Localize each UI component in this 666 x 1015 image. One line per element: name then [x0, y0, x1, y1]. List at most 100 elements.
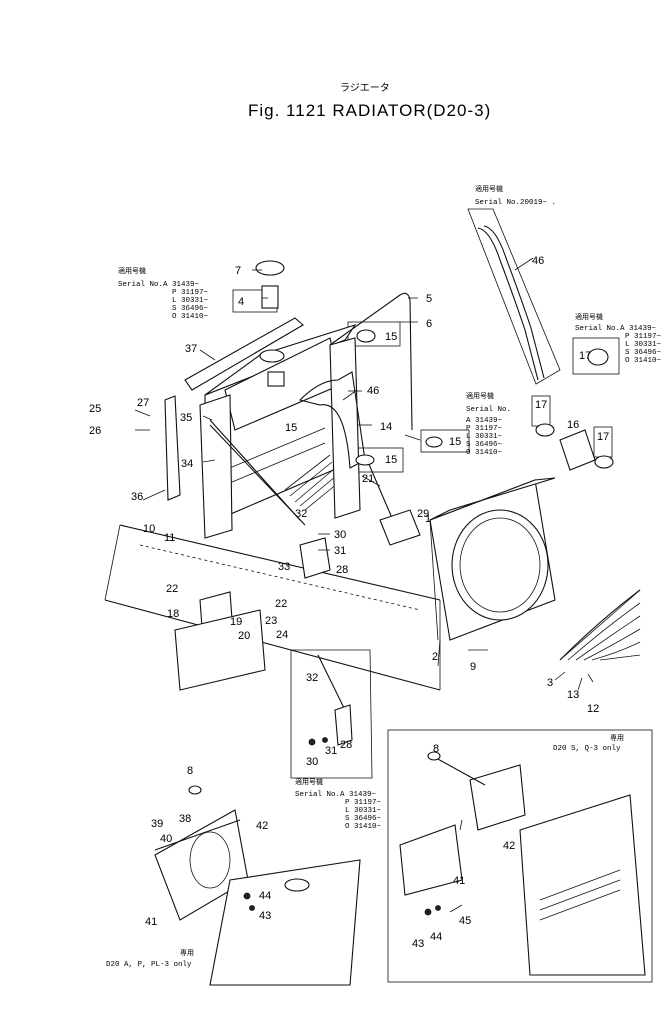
callout-26: 26 — [89, 425, 101, 437]
detail-bracket-28 — [308, 654, 353, 746]
callout-36: 36 — [131, 491, 143, 503]
serial-block-left: 適用号機 Serial No.A 31439~ P 31197~ L 30331… — [118, 266, 209, 321]
callout-42b: 42 — [503, 840, 515, 852]
callout-31b: 31 — [325, 745, 337, 757]
figure-title: Fig. 1121 RADIATOR(D20-3) — [248, 101, 491, 120]
note-left-jp: 専用 — [180, 948, 194, 957]
callout-9: 9 — [470, 661, 476, 673]
svg-text:S 36496~: S 36496~ — [466, 441, 503, 449]
callout-27: 27 — [137, 397, 149, 409]
callout-44b: 44 — [430, 931, 442, 943]
svg-text:O 31410~: O 31410~ — [625, 357, 662, 365]
callout-15d: 15 — [385, 454, 397, 466]
callout-37: 37 — [185, 343, 197, 355]
stay-rod-21 — [364, 454, 396, 526]
callout-19: 19 — [230, 616, 242, 628]
callout-8b: 8 — [433, 743, 439, 755]
leader-lines — [134, 257, 594, 913]
callout-28b: 28 — [340, 739, 352, 751]
callout-3: 3 — [547, 677, 553, 689]
svg-text:適用号機: 適用号機 — [475, 184, 503, 193]
detail-right-radiator — [399, 751, 646, 976]
callout-38: 38 — [179, 813, 191, 825]
callout-17c: 17 — [597, 431, 609, 443]
detail-panel-28-32 — [290, 649, 373, 779]
callout-32b: 32 — [306, 672, 318, 684]
bracket-37 — [184, 317, 304, 391]
callout-21: 21 — [362, 473, 374, 485]
svg-text:適用号機: 適用号機 — [575, 312, 603, 321]
svg-text:L 30331~: L 30331~ — [625, 341, 662, 349]
svg-text:O 31410~: O 31410~ — [466, 449, 503, 457]
callout-2: 2 — [432, 651, 438, 663]
callout-box-15b — [420, 429, 470, 453]
callout-17a: 17 — [579, 350, 591, 362]
callout-31a: 31 — [334, 545, 346, 557]
svg-text:適用号機: 適用号機 — [118, 266, 146, 275]
serial-block-bottom: 適用号機 Serial No.A 31439~ P 31197~ L 30331… — [295, 777, 382, 831]
bracket-28 — [299, 537, 331, 579]
pipe-detail-panel — [467, 208, 561, 385]
svg-text:Serial No.A 31439~: Serial No.A 31439~ — [575, 325, 657, 333]
callout-46b: 46 — [367, 385, 379, 397]
svg-text:適用号機: 適用号機 — [466, 391, 494, 400]
callout-34: 34 — [181, 458, 193, 470]
callout-32a: 32 — [295, 508, 307, 520]
svg-text:Serial No.: Serial No. — [466, 406, 511, 414]
svg-text:O 31410~: O 31410~ — [172, 313, 209, 321]
svg-text:S 36496~: S 36496~ — [625, 349, 662, 357]
fan-guard — [559, 589, 641, 661]
note-right-jp: 専用 — [610, 733, 624, 742]
callout-40: 40 — [160, 833, 172, 845]
callout-17b: 17 — [535, 399, 547, 411]
callout-42a: 42 — [256, 820, 268, 832]
bracket-29 — [379, 509, 421, 546]
svg-text:A 31439~: A 31439~ — [466, 417, 503, 425]
callout-16: 16 — [567, 419, 579, 431]
callout-44a: 44 — [259, 890, 271, 902]
callout-12: 12 — [587, 703, 599, 715]
frame-rails — [104, 524, 441, 691]
callout-22a: 22 — [166, 583, 178, 595]
callout-20: 20 — [238, 630, 250, 642]
hose-clamp-17 — [587, 348, 609, 366]
hose-16 — [535, 423, 614, 471]
callout-46a: 46 — [532, 255, 544, 267]
callout-4: 4 — [238, 296, 244, 308]
radiator-fins — [284, 454, 339, 511]
detail-left-panel — [154, 785, 361, 986]
serial-block-top: 適用号機 Serial No.20019~ . — [475, 184, 556, 207]
callout-6: 6 — [426, 318, 432, 330]
callout-28a: 28 — [336, 564, 348, 576]
callout-15a: 15 — [385, 331, 397, 343]
callout-29: 29 — [417, 508, 429, 520]
callout-8a: 8 — [187, 765, 193, 777]
callout-18: 18 — [167, 608, 179, 620]
callout-30a: 30 — [334, 529, 346, 541]
support-bracket-18 — [174, 591, 266, 691]
svg-text:P 31197~: P 31197~ — [172, 289, 209, 297]
callout-23: 23 — [265, 615, 277, 627]
filler-neck-4 — [261, 285, 279, 309]
svg-text:Serial No.A 31439~: Serial No.A 31439~ — [295, 791, 377, 799]
bracket-36 — [164, 395, 181, 501]
callout-25: 25 — [89, 403, 101, 415]
svg-text:適用号機: 適用号機 — [295, 777, 323, 786]
pipe-46 — [477, 225, 545, 381]
callout-14: 14 — [380, 421, 392, 433]
clamp-15 — [355, 329, 443, 466]
callout-5: 5 — [426, 293, 432, 305]
callout-box-17 — [572, 337, 620, 375]
callout-11: 11 — [164, 532, 175, 544]
callout-13: 13 — [567, 689, 579, 701]
upper-hose-pipe — [298, 371, 366, 469]
callouts: 1 2 3 4 5 6 7 8 8 9 10 11 12 13 14 15 15… — [89, 255, 609, 950]
callout-39: 39 — [151, 818, 163, 830]
svg-text:Serial No.A 31439~: Serial No.A 31439~ — [118, 281, 200, 289]
callout-43b: 43 — [412, 938, 424, 950]
callout-35: 35 — [180, 412, 192, 424]
detail-panel-right — [387, 729, 653, 983]
callout-45: 45 — [459, 915, 471, 927]
callout-24: 24 — [276, 629, 288, 641]
